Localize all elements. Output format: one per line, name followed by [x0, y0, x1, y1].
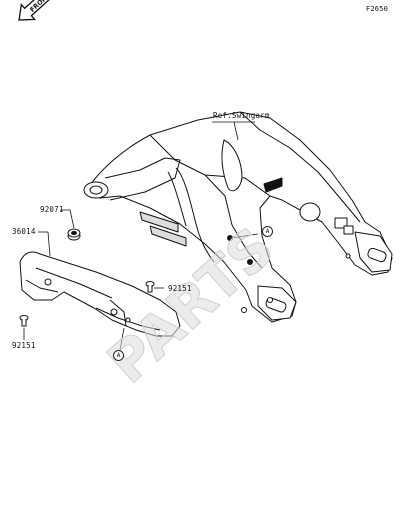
bolt-part — [19, 315, 29, 327]
callout-a: A — [262, 226, 273, 237]
callout-a: A — [113, 350, 124, 361]
ref-swingarm-label: Ref.Swingarm — [213, 111, 270, 120]
leader-lines — [23, 121, 259, 351]
collar-part — [67, 228, 81, 241]
swingarm-outline — [83, 111, 393, 323]
part-number-92071: 92071 — [40, 205, 64, 214]
figure-code: F2650 — [365, 5, 388, 13]
chain-guard-part — [19, 251, 181, 337]
front-arrow-icon: FRONT — [18, 0, 54, 21]
part-number-92151: 92151 — [168, 284, 192, 293]
bolt-part — [145, 281, 155, 293]
part-number-36014: 36014 — [12, 227, 36, 236]
part-number-92151: 92151 — [12, 341, 36, 350]
